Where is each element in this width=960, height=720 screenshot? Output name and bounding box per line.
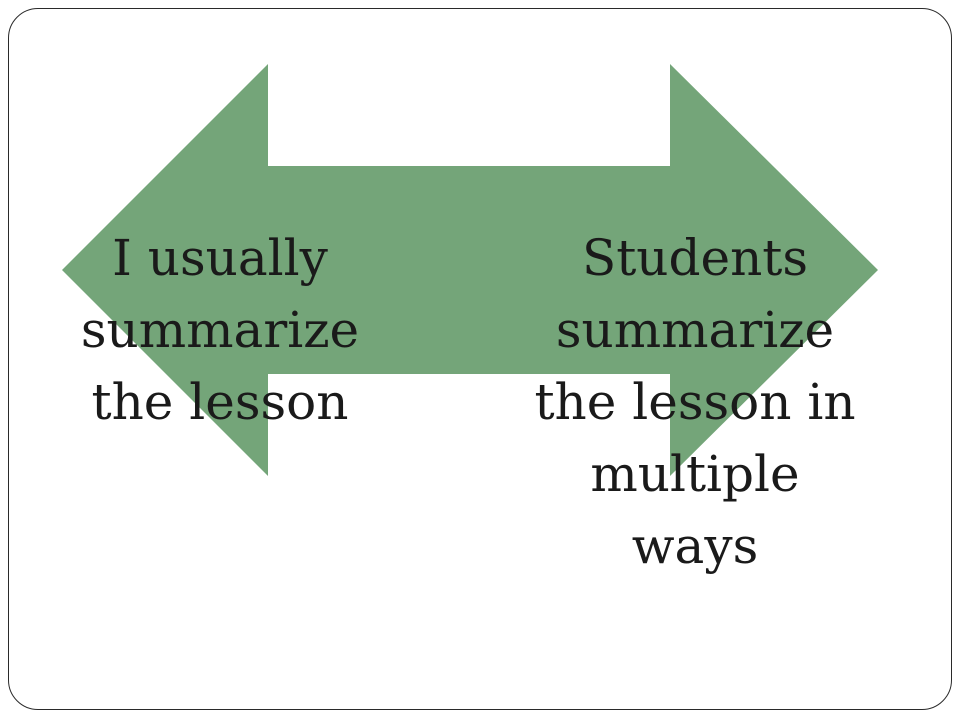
right-arrow-label: Students summarize the lesson in multipl… <box>534 229 856 575</box>
double-headed-arrow-shape <box>62 64 878 476</box>
left-arrow-label: I usually summarize the lesson <box>80 229 360 431</box>
